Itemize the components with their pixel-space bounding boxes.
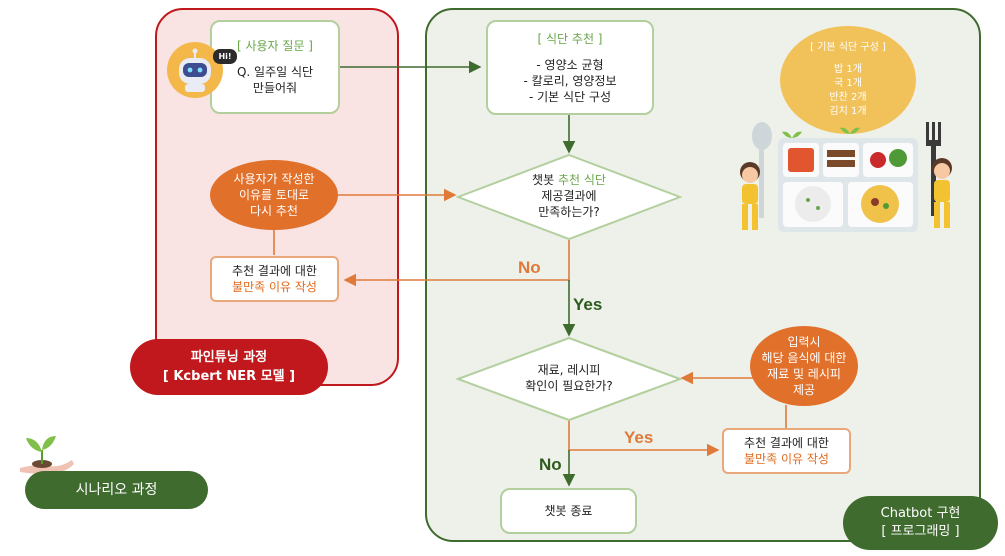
complaint2-line1: 추천 결과에 대한 xyxy=(744,436,829,450)
user-question-line2: 만들어줘 xyxy=(252,81,298,95)
fine-tuning-subtitle: [ Kcbert NER 모델 ] xyxy=(162,369,296,384)
user-question-title: [ 사용자 질문 ] xyxy=(236,39,313,53)
meal-recommend-item: - 기본 식단 구성 xyxy=(528,89,611,104)
fine-tuning-title: 파인튜닝 과정 xyxy=(190,350,268,365)
decision1-line3: 만족하는가? xyxy=(538,205,600,219)
fine-tuning-label: 파인튜닝 과정 [ Kcbert NER 모델 ] xyxy=(130,339,328,395)
sprout-in-hand-icon xyxy=(16,428,78,480)
complaint1-line2: 불만족 이유 작성 xyxy=(232,280,317,294)
re-recommend-line3: 다시 추천 xyxy=(250,204,298,218)
chatbot-title: Chatbot 구현 xyxy=(880,506,961,521)
chatbot-subtitle: [ 프로그래밍 ] xyxy=(881,524,960,539)
ingredient-line2: 해당 음식에 대한 xyxy=(761,351,847,365)
user-question-line1: Q. 일주일 식단 xyxy=(236,65,314,79)
decision-satisfied-diamond: 챗봇 추천 식단 제공결과에 만족하는가? xyxy=(456,153,682,241)
re-recommend-oval: 사용자가 작성한 이유를 토대로 다시 추천 xyxy=(210,160,338,230)
chatbot-end-label: 챗봇 종료 xyxy=(544,504,593,518)
complaint1-line1: 추천 결과에 대한 xyxy=(232,264,317,278)
edge-label-no1: No xyxy=(518,258,541,277)
decision2-line1: 재료, 레시피 xyxy=(537,363,601,377)
basic-menu-circle: [ 기본 식단 구성 ] 밥 1개 국 1개 반찬 2개 김치 1개 xyxy=(780,26,916,134)
basic-menu-item: 김치 1개 xyxy=(829,106,867,117)
ingredient-line4: 제공 xyxy=(792,383,816,397)
edge-label-yes1: Yes xyxy=(573,295,603,314)
meal-recommend-item: - 칼로리, 영양정보 xyxy=(523,73,617,88)
ingredient-line1: 입력시 xyxy=(787,335,821,349)
decision-ingredient-diamond: 재료, 레시피 확인이 필요한가? xyxy=(456,336,682,422)
basic-menu-item: 국 1개 xyxy=(834,78,862,89)
edge-label-no2: No xyxy=(539,455,562,474)
chatbot-implementation-label: Chatbot 구현 [ 프로그래밍 ] xyxy=(843,496,998,550)
robot-icon: Hi! xyxy=(165,38,237,100)
meal-recommend-box: [ 식단 추천 ] - 영양소 균형 - 칼로리, 영양정보 - 기본 식단 구… xyxy=(486,20,654,115)
scenario-process-label: 시나리오 과정 xyxy=(25,471,208,509)
ingredient-line3: 재료 및 레시피 xyxy=(767,367,841,381)
basic-menu-item: 반찬 2개 xyxy=(829,92,867,103)
meal-recommend-item: - 영양소 균형 xyxy=(536,57,604,72)
chatbot-end-box: 챗봇 종료 xyxy=(500,488,637,534)
basic-menu-item: 밥 1개 xyxy=(834,64,862,75)
re-recommend-line2: 이유를 토대로 xyxy=(238,188,310,202)
robot-speech-badge: Hi! xyxy=(213,49,237,64)
meal-tray-illustration xyxy=(730,120,965,240)
decision1-line2: 제공결과에 xyxy=(541,189,597,203)
complaint-box-2: 추천 결과에 대한 불만족 이유 작성 xyxy=(722,428,851,474)
re-recommend-line1: 사용자가 작성한 xyxy=(233,172,315,186)
edge-label-yes2: Yes xyxy=(624,428,654,447)
complaint2-line2: 불만족 이유 작성 xyxy=(744,452,829,466)
user-question-box: [ 사용자 질문 ] Q. 일주일 식단 만들어줘 xyxy=(210,20,340,114)
basic-menu-title: [ 기본 식단 구성 ] xyxy=(810,42,886,53)
complaint-box-1: 추천 결과에 대한 불만족 이유 작성 xyxy=(210,256,339,302)
decision1-highlight: 추천 식단 xyxy=(557,173,606,187)
ingredient-recipe-oval: 입력시 해당 음식에 대한 재료 및 레시피 제공 xyxy=(750,326,858,406)
meal-recommend-title: [ 식단 추천 ] xyxy=(537,31,603,46)
decision1-prefix: 챗봇 xyxy=(532,173,555,187)
decision2-line2: 확인이 필요한가? xyxy=(525,379,613,393)
